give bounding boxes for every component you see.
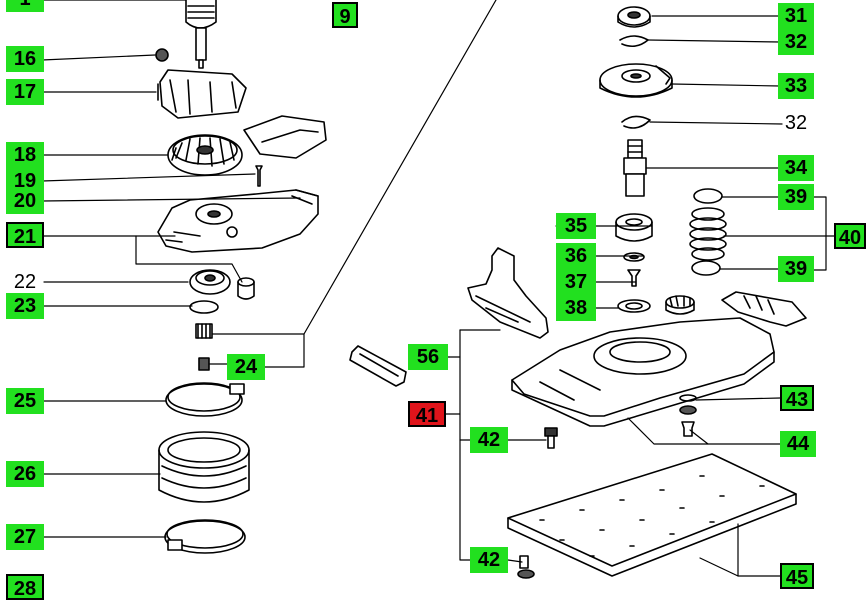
small-screw-part — [627, 269, 641, 287]
callout-17: 17 — [6, 79, 44, 105]
callout-31: 31 — [778, 3, 814, 29]
clamp-bracket-part — [467, 247, 549, 339]
callout-1: 1 — [6, 0, 44, 12]
bushing-part — [237, 277, 255, 300]
o-ring-upper-part — [693, 188, 723, 204]
switch-bracket-part — [721, 291, 807, 327]
guide-rail-part — [349, 345, 407, 387]
callout-39-lower: 39 — [778, 256, 814, 282]
sleeve-ring-part — [158, 431, 250, 503]
clamp-ring-part — [164, 519, 246, 554]
callout-33: 33 — [778, 73, 814, 99]
cover-plate-part — [243, 115, 327, 159]
motor-armature-part — [185, 0, 217, 69]
callout-22: 22 — [13, 271, 37, 293]
retaining-ring-part — [189, 300, 219, 314]
base-screw-upper-part — [544, 427, 558, 449]
fixing-screw-part — [681, 421, 695, 437]
counterweight-part — [599, 63, 673, 98]
ball-bearing-part — [189, 269, 231, 295]
callout-35: 35 — [556, 213, 596, 239]
callout-27: 27 — [6, 524, 44, 550]
circlip-upper-part — [619, 35, 649, 48]
sanding-pad-part — [507, 453, 797, 577]
o-ring-lower-part — [691, 260, 721, 276]
callout-32-lower: 32 — [784, 112, 808, 134]
callout-20: 20 — [6, 188, 44, 214]
bracket-part — [157, 69, 247, 119]
set-screw-part — [198, 357, 210, 371]
callout-9: 9 — [332, 2, 358, 28]
eccentric-shaft-part — [623, 139, 647, 197]
callout-37: 37 — [556, 269, 596, 295]
screw-part — [255, 165, 263, 187]
callout-45: 45 — [780, 563, 814, 589]
gear-housing-part — [157, 189, 319, 253]
base-housing-part — [511, 317, 775, 427]
callout-34: 34 — [778, 155, 814, 181]
callout-25: 25 — [6, 388, 44, 414]
callout-38: 38 — [556, 295, 596, 321]
callout-28: 28 — [6, 574, 44, 600]
callout-36: 36 — [556, 243, 596, 269]
callout-23: 23 — [6, 293, 44, 319]
nut-part — [155, 48, 169, 62]
lower-bearing-part — [615, 213, 653, 242]
callout-42-lower: 42 — [470, 547, 508, 573]
circlip-lower-part — [621, 115, 651, 129]
callout-24: 24 — [227, 354, 265, 380]
hose-clamp-part — [165, 382, 245, 417]
callout-32-upper: 32 — [778, 29, 814, 55]
callout-18: 18 — [6, 142, 44, 168]
callout-26: 26 — [6, 461, 44, 487]
bellows-part — [689, 207, 727, 261]
callout-56: 56 — [408, 344, 448, 370]
top-bearing-part — [617, 6, 651, 28]
callout-41: 41 — [408, 401, 446, 427]
callout-40: 40 — [834, 223, 866, 249]
callout-43: 43 — [780, 385, 814, 411]
drive-gear-part — [665, 295, 695, 315]
base-screw-lower-part — [517, 555, 535, 579]
spring-washer-part — [679, 394, 697, 415]
gear-wheel-part — [167, 134, 243, 176]
pinion-part — [195, 323, 213, 339]
callout-44: 44 — [780, 431, 816, 457]
washer-part — [623, 252, 645, 262]
callout-21: 21 — [6, 222, 44, 248]
callout-42-upper: 42 — [470, 427, 508, 453]
callout-16: 16 — [6, 46, 44, 72]
leader-lines — [41, 0, 837, 577]
sealing-ring-part — [617, 299, 651, 313]
callout-39-upper: 39 — [778, 184, 814, 210]
